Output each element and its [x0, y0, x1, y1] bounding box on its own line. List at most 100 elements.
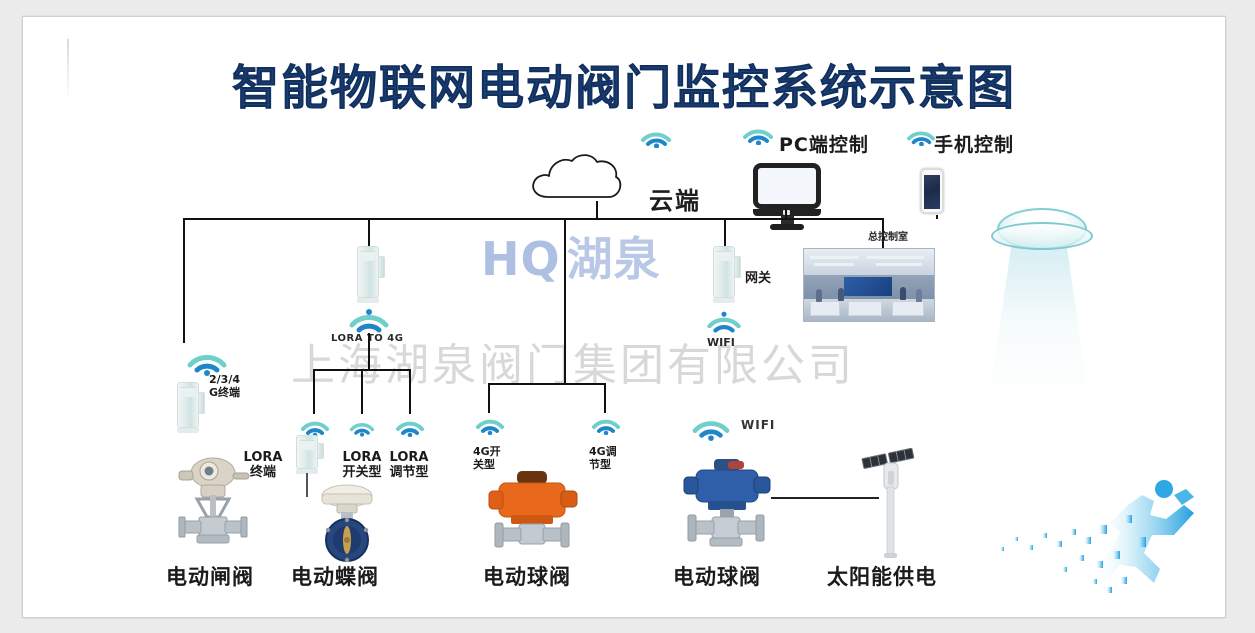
wifi-icon-phone [905, 120, 937, 146]
cloud-icon [528, 147, 624, 206]
bus-line-main [183, 218, 883, 220]
cloud-label: 云端 [649, 187, 701, 215]
link-valve-to-solar [771, 497, 879, 499]
module-antenna [378, 256, 385, 278]
fourg-regulate-label: 4G调 节型 [589, 445, 617, 471]
valve-gate-label: 电动闸阀 [166, 565, 254, 589]
module-foot [357, 298, 379, 303]
wifi-icon-lora-switch [349, 415, 375, 437]
terminal-2g3g4g-label: 2/3/4 G终端 [209, 373, 240, 399]
solar-power-label: 太阳能供电 [827, 565, 937, 589]
lora-regulate-label-line1: LORA [389, 450, 429, 465]
module-antenna [198, 392, 205, 414]
fourg-switch-label-line1: 4G开 [473, 445, 501, 458]
wifi-icon-2g3g4g [186, 342, 228, 376]
link-pc-to-bus [785, 209, 787, 219]
valve-ball-orange[interactable] [475, 469, 591, 564]
module-body [713, 246, 741, 298]
control-room-person [838, 288, 844, 301]
lora-terminal-label-line1: LORA [243, 450, 283, 465]
link-lora-switch [361, 369, 363, 414]
module-foot [713, 298, 735, 303]
gateway-label: 网关 [745, 271, 772, 286]
fourg-regulate-label-line2: 节型 [589, 458, 611, 471]
module-body [177, 382, 205, 428]
module-antenna [317, 443, 324, 459]
lora-switch-label-line1: LORA [342, 450, 382, 465]
wifi-icon-lora-to-4g [348, 305, 390, 335]
device-module-lora-to-4g[interactable] [357, 246, 385, 303]
wifi-icon-cloud [639, 120, 673, 148]
device-module-gateway[interactable] [713, 246, 741, 303]
link-cloud-to-bus [596, 201, 598, 219]
control-room-person [916, 289, 922, 302]
monitor-base [770, 224, 804, 230]
device-module-lora[interactable] [296, 435, 324, 474]
solar-panel-icon[interactable] [857, 443, 923, 566]
pc-control-label: PC端控制 [779, 134, 869, 156]
watermark-logo-text: 湖泉 [566, 232, 661, 286]
link-bus-to-2g3g4g [183, 218, 185, 343]
valve-butterfly[interactable] [295, 482, 399, 567]
link-bus-to-control-room [882, 218, 884, 248]
link-lora-to-butterfly-valve [306, 473, 308, 497]
watermark-logo-mark: HQ [481, 232, 561, 286]
valve-ball-blue-label: 电动球阀 [673, 565, 761, 589]
monitor-bezel [753, 209, 821, 216]
valve-ball-orange-label: 电动球阀 [483, 565, 571, 589]
wifi-label-right: WIFI [741, 418, 776, 432]
control-room-desk [892, 301, 924, 316]
monitor-icon[interactable] [753, 163, 821, 230]
wifi-icon-lora-terminal [300, 413, 330, 437]
control-room-label: 总控制室 [868, 232, 908, 243]
wifi-icon-4g-switch [475, 411, 505, 435]
wifi-icon-4g-regulate [591, 411, 621, 435]
digital-runner-icon [978, 467, 1225, 612]
bus-line-main-right [785, 218, 883, 220]
ufo-ring [991, 222, 1093, 250]
lora-switch-label-line2: 开关型 [342, 465, 382, 480]
device-module-2g3g4g[interactable] [177, 382, 205, 433]
valve-butterfly-label: 电动蝶阀 [291, 565, 379, 589]
control-room-photo [803, 248, 935, 322]
control-room-ceiling [804, 249, 934, 275]
ufo-light-beam [989, 234, 1089, 399]
smartphone-screen [924, 175, 940, 209]
wifi-icon-pc [741, 117, 775, 145]
wifi-icon-lora-regulate [395, 413, 425, 437]
terminal-2g3g4g-label-line2: G终端 [209, 386, 241, 399]
link-lora-terminal [313, 369, 315, 414]
fourg-regulate-label-line1: 4G调 [589, 445, 617, 458]
module-body [296, 435, 324, 469]
link-phone-to-bus [936, 215, 938, 219]
link-lora4g-to-branch [368, 333, 370, 369]
smartphone-icon[interactable] [920, 168, 944, 214]
control-room-desk [848, 301, 882, 316]
control-room-desk [810, 301, 840, 316]
valve-gate[interactable] [163, 455, 263, 562]
link-bus-to-lora4g [368, 218, 370, 246]
lora-regulate-label-line2: 调节型 [389, 465, 429, 480]
lora-switch-label: LORA 开关型 [339, 450, 385, 480]
ufo-icon [963, 202, 1123, 402]
link-bus-to-4g-branch [564, 218, 566, 383]
control-room-videowall [844, 277, 892, 296]
scan-artifact-line [67, 39, 69, 101]
gateway-wifi-label: WIFI [707, 336, 735, 349]
valve-ball-blue[interactable] [668, 457, 784, 562]
link-lora-regulate [409, 369, 411, 414]
fourg-switch-label: 4G开 关型 [473, 445, 501, 471]
phone-control-label: 手机控制 [934, 134, 1015, 156]
monitor-neck [780, 216, 794, 224]
lora-to-4g-label: LORA TO 4G [331, 333, 404, 344]
control-room-person [816, 289, 822, 302]
link-bus-to-gateway [724, 218, 726, 246]
module-antenna [734, 256, 741, 278]
fourg-branch-bus [488, 383, 604, 385]
link-4g-regulate [604, 383, 606, 413]
module-foot [296, 469, 318, 474]
module-foot [177, 428, 199, 433]
